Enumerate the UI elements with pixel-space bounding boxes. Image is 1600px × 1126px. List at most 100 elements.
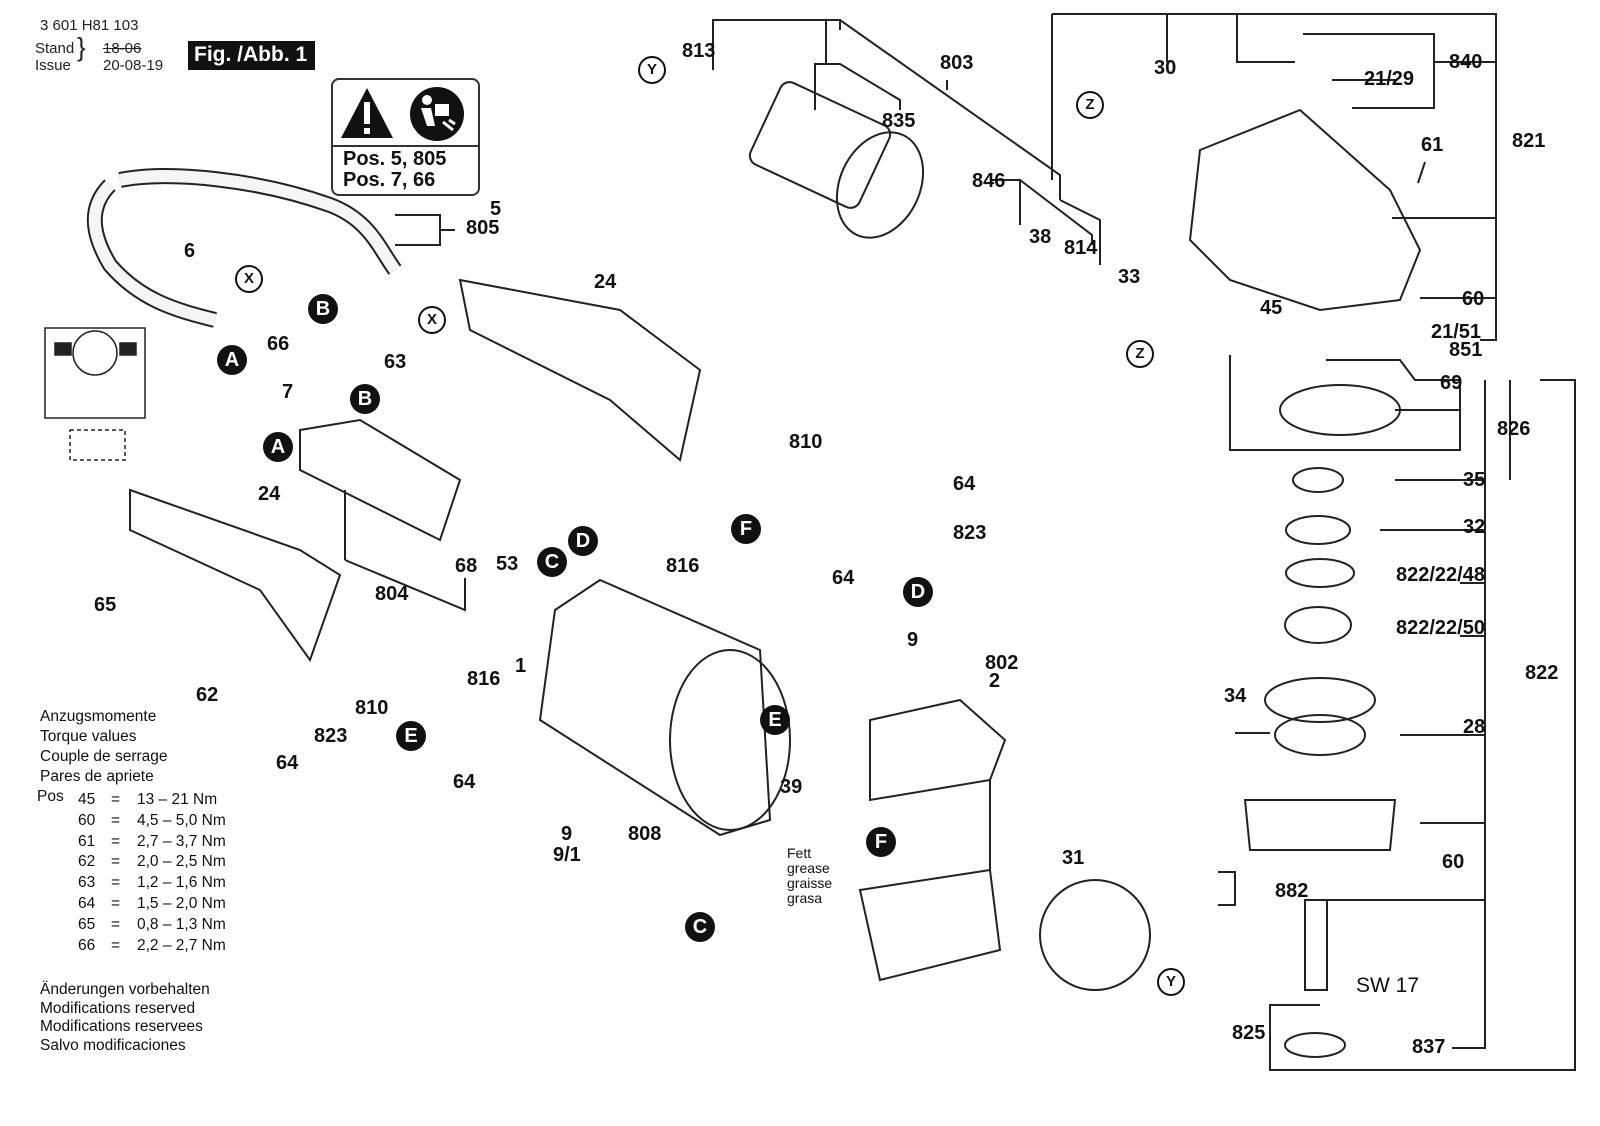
- motor-housing: [538, 578, 791, 837]
- torque-eq: =: [111, 853, 121, 870]
- part-label[interactable]: 822/22/48: [1396, 564, 1485, 586]
- reference-marker[interactable]: Z: [1076, 91, 1104, 119]
- part-label[interactable]: 21/51: [1431, 321, 1482, 343]
- part-label[interactable]: 64: [276, 752, 299, 774]
- part-label[interactable]: 64: [953, 473, 976, 495]
- warning-triangle-icon: [341, 88, 393, 138]
- power-cable: [86, 168, 455, 328]
- part-label[interactable]: 802: [985, 652, 1019, 674]
- part-label[interactable]: 66: [267, 333, 290, 355]
- part-label[interactable]: 835: [882, 110, 916, 132]
- part-label[interactable]: 21/29: [1364, 68, 1415, 90]
- part-label[interactable]: 2: [989, 670, 1001, 692]
- modifications-note: Änderungen vorbehalten Modifications res…: [40, 981, 210, 1055]
- part-label[interactable]: 35: [1463, 469, 1486, 491]
- grease-line: graisse: [787, 875, 833, 891]
- connector-badge[interactable]: E: [396, 721, 426, 751]
- part-label[interactable]: 823: [953, 522, 987, 544]
- part-label[interactable]: 1: [515, 655, 527, 677]
- part-label[interactable]: 840: [1449, 51, 1483, 73]
- safety-warning-box: Pos. 5, 805 Pos. 7, 66: [331, 78, 480, 196]
- part-label[interactable]: 7: [282, 381, 294, 403]
- torque-eq: =: [111, 895, 121, 912]
- part-label[interactable]: 826: [1497, 418, 1531, 440]
- part-label[interactable]: 9: [561, 823, 573, 845]
- part-label[interactable]: 825: [1232, 1022, 1266, 1044]
- issue-date: 20-08-19: [103, 57, 164, 74]
- torque-value: 1,2 – 1,6 Nm: [137, 874, 226, 891]
- part-label[interactable]: 5: [490, 198, 502, 220]
- part-label[interactable]: 63: [384, 351, 407, 373]
- part-label[interactable]: 803: [940, 52, 974, 74]
- part-label[interactable]: 814: [1064, 237, 1098, 259]
- torque-eq: =: [111, 937, 121, 954]
- part-label[interactable]: 45: [1260, 297, 1283, 319]
- part-label[interactable]: 34: [1224, 685, 1247, 707]
- part-label[interactable]: 851: [1449, 339, 1483, 361]
- part-label[interactable]: 32: [1463, 516, 1486, 538]
- part-label[interactable]: 882: [1275, 880, 1309, 902]
- part-label[interactable]: 808: [628, 823, 662, 845]
- torque-title-de: Anzugsmomente: [40, 708, 157, 725]
- connector-badge[interactable]: D: [903, 577, 933, 607]
- reference-marker[interactable]: Y: [1157, 968, 1185, 996]
- part-label[interactable]: 810: [789, 431, 823, 453]
- reference-marker[interactable]: X: [235, 265, 263, 293]
- part-label[interactable]: 53: [496, 553, 519, 575]
- part-label[interactable]: 816: [666, 555, 700, 577]
- connector-badge[interactable]: F: [731, 514, 761, 544]
- part-label[interactable]: 31: [1062, 847, 1085, 869]
- connector-badge[interactable]: A: [217, 345, 247, 375]
- connector-badge[interactable]: D: [568, 526, 598, 556]
- part-label[interactable]: 804: [375, 583, 409, 605]
- connector-badge[interactable]: E: [760, 705, 790, 735]
- part-label[interactable]: 813: [682, 40, 716, 62]
- armature: [748, 81, 925, 239]
- part-label[interactable]: 816: [467, 668, 501, 690]
- part-label[interactable]: 822/22/50: [1396, 617, 1485, 639]
- part-label[interactable]: 68: [455, 555, 478, 577]
- part-label[interactable]: 30: [1154, 57, 1177, 79]
- reference-marker[interactable]: X: [418, 306, 446, 334]
- connector-badge[interactable]: C: [537, 547, 567, 577]
- part-label[interactable]: 64: [832, 567, 855, 589]
- part-label[interactable]: 64: [453, 771, 476, 793]
- part-label[interactable]: 837: [1412, 1036, 1446, 1058]
- figure-title: Fig. /Abb. 1: [188, 41, 316, 70]
- part-label[interactable]: 6: [184, 240, 196, 262]
- part-label[interactable]: 846: [972, 170, 1006, 192]
- reference-marker[interactable]: Z: [1126, 340, 1154, 368]
- part-label[interactable]: 61: [1421, 134, 1444, 156]
- part-label[interactable]: 810: [355, 697, 389, 719]
- connector-badge[interactable]: C: [685, 912, 715, 942]
- part-label[interactable]: 38: [1029, 226, 1052, 248]
- part-label[interactable]: 33: [1118, 266, 1141, 288]
- spindle-stack: [1243, 384, 1401, 1058]
- reference-marker[interactable]: Y: [638, 56, 666, 84]
- part-label[interactable]: 9: [907, 629, 919, 651]
- part-label[interactable]: 60: [1442, 851, 1465, 873]
- part-label[interactable]: 69: [1440, 372, 1463, 394]
- read-manual-icon: [410, 87, 464, 141]
- part-label[interactable]: 28: [1463, 716, 1486, 738]
- connector-badge[interactable]: F: [866, 827, 896, 857]
- connector-badge[interactable]: B: [350, 384, 380, 414]
- torque-pos: 64: [78, 895, 96, 912]
- part-label[interactable]: 60: [1462, 288, 1485, 310]
- part-label[interactable]: 823: [314, 725, 348, 747]
- brace: }: [77, 32, 86, 62]
- torque-pos: 45: [78, 791, 96, 808]
- connector-badge[interactable]: A: [263, 432, 293, 462]
- part-label[interactable]: 39: [780, 776, 803, 798]
- part-label[interactable]: 65: [94, 594, 117, 616]
- torque-pos: 66: [78, 937, 96, 954]
- part-label[interactable]: 9/1: [553, 844, 581, 866]
- part-label[interactable]: 821: [1512, 130, 1546, 152]
- part-label[interactable]: 24: [594, 271, 617, 293]
- part-label[interactable]: 805: [466, 217, 500, 239]
- part-label[interactable]: 24: [258, 483, 281, 505]
- part-label[interactable]: 822: [1525, 662, 1559, 684]
- connector-badge[interactable]: B: [308, 294, 338, 324]
- wrench-size-label: SW 17: [1356, 974, 1420, 997]
- part-label[interactable]: 62: [196, 684, 219, 706]
